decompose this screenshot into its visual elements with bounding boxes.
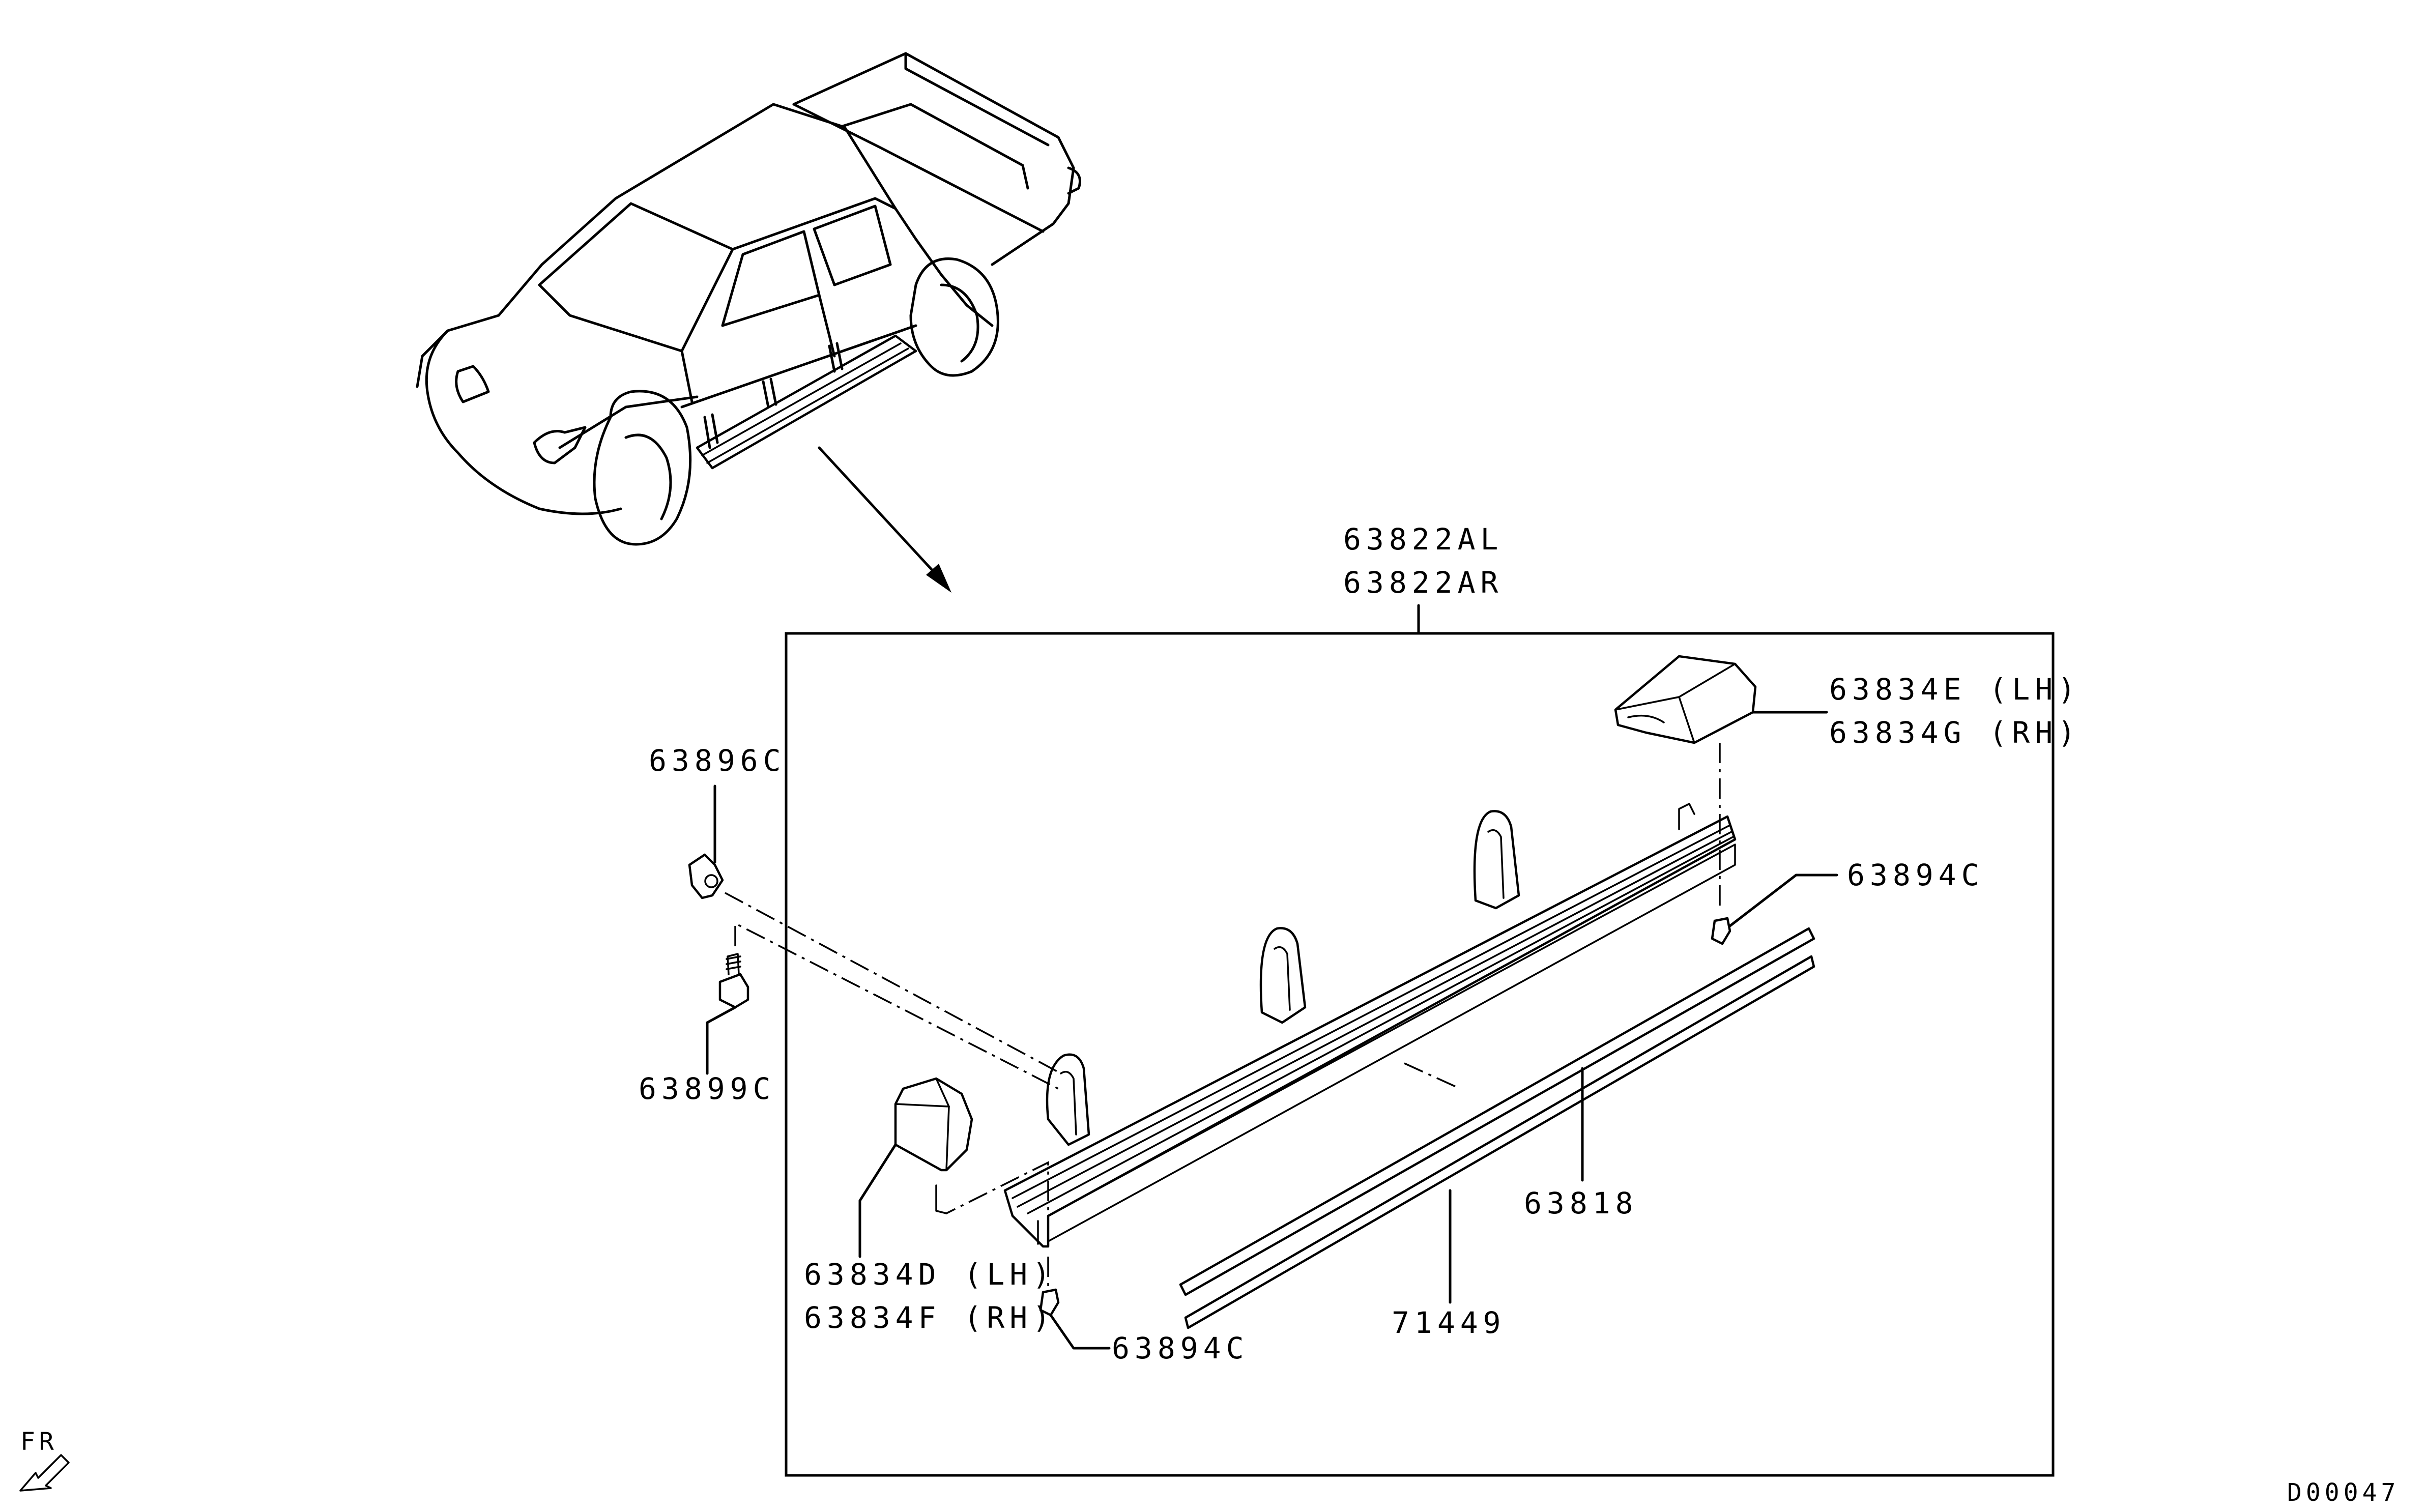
label-moulding: 63818 xyxy=(1524,1186,1638,1220)
front-end-cap xyxy=(894,1077,1049,1218)
front-direction-indicator: FR xyxy=(19,1428,70,1492)
clip-nut-part xyxy=(688,784,1061,1074)
label-front-cap-lh: 63834D (LH) xyxy=(804,1257,1055,1292)
bolt-part xyxy=(706,922,1059,1090)
label-front-cap-rh: 63834F (RH) xyxy=(804,1300,1055,1335)
centerline xyxy=(1404,1062,1461,1090)
label-screw-front: 63894C xyxy=(1112,1331,1249,1365)
label-tape: 71449 xyxy=(1392,1305,1506,1340)
detail-frame xyxy=(785,632,2055,1477)
label-direction: FR xyxy=(20,1428,58,1456)
detail-arrow xyxy=(818,446,951,593)
label-step-assembly-rh: 63822AR xyxy=(1343,565,1503,600)
label-step-assembly-lh: 63822AL xyxy=(1343,522,1503,557)
pickup-truck-illustration xyxy=(416,52,1081,546)
label-bolt: 63899C xyxy=(639,1071,776,1106)
moulding-strips xyxy=(1179,927,1815,1329)
front-arrow-icon xyxy=(19,1454,70,1492)
screw-front-part xyxy=(1039,1257,1111,1350)
side-step-rail xyxy=(1003,803,1737,1248)
label-clip-nut: 63896C xyxy=(649,743,786,778)
label-screw-rear: 63894C xyxy=(1847,858,1984,892)
label-rear-cap-rh: 63834G (RH) xyxy=(1829,715,2081,750)
drawing-number: D00047 xyxy=(2287,1478,2400,1507)
label-rear-cap-lh: 63834E (LH) xyxy=(1829,672,2081,707)
leader-front-cap xyxy=(858,1143,897,1258)
screw-rear-part xyxy=(1711,874,1838,945)
